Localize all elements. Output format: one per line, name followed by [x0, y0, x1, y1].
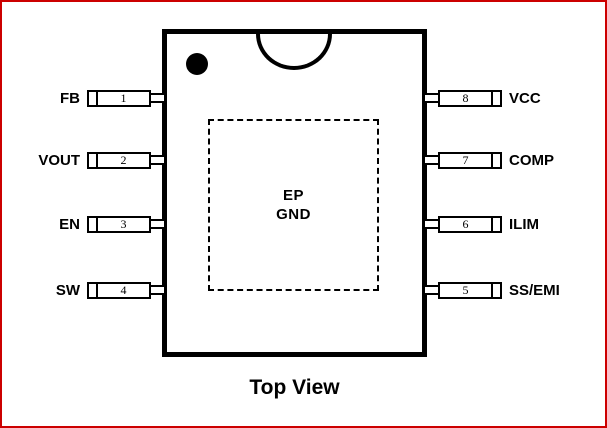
pin1-indicator-dot-icon	[186, 53, 208, 75]
pin-number-4: 4	[120, 282, 127, 297]
pin-row-fb: FB 1	[2, 88, 164, 108]
pin-label-en: EN	[59, 215, 80, 233]
pin-box-7: 7	[438, 151, 502, 169]
pin-stub	[151, 219, 164, 229]
pin-cap	[491, 91, 500, 105]
pin-stub	[425, 285, 438, 295]
pin-cap	[491, 283, 500, 297]
pin-row-en: EN 3	[2, 214, 164, 234]
diagram-title: Top View	[249, 376, 340, 399]
pin-stub	[425, 155, 438, 165]
pin-box-5: 5	[438, 281, 502, 299]
pin-cap	[491, 153, 500, 167]
pin-label-vout: VOUT	[38, 151, 80, 169]
pin-label-vcc: VCC	[509, 89, 541, 107]
ep-label-line2: GND	[276, 206, 311, 223]
pin-number-8: 8	[462, 90, 469, 105]
pin-box-1: 1	[87, 89, 151, 107]
pin-box-2: 2	[87, 151, 151, 169]
ep-label-line1: EP	[282, 187, 304, 204]
pin-number-5: 5	[462, 282, 469, 297]
chip-package-body	[162, 29, 427, 357]
pin-box-8: 8	[438, 89, 502, 107]
pin-stub	[425, 219, 438, 229]
pin-number-1: 1	[120, 90, 127, 105]
pin-number-3: 3	[120, 216, 127, 231]
pin-row-comp: 7 COMP	[425, 150, 605, 170]
pin-stub	[151, 155, 164, 165]
pin-label-sw: SW	[55, 281, 80, 299]
pin-stub	[425, 93, 438, 103]
pin-box-3: 3	[87, 215, 151, 233]
pin-stub	[151, 93, 164, 103]
pin-number-7: 7	[462, 152, 469, 167]
pin-label-ilim: ILIM	[509, 215, 539, 233]
pin-row-ilim: 6 ILIM	[425, 214, 605, 234]
pin-row-ss-emi: 5 SS/EMI	[425, 280, 605, 300]
pin-row-vcc: 8 VCC	[425, 88, 605, 108]
pin-cap	[491, 217, 500, 231]
pin-number-6: 6	[462, 216, 469, 231]
pin-number-2: 2	[120, 152, 127, 167]
pin-stub	[151, 285, 164, 295]
pin-cap	[89, 217, 98, 231]
pin-cap	[89, 283, 98, 297]
pin-row-vout: VOUT 2	[2, 150, 164, 170]
pin-label-ss-emi: SS/EMI	[509, 281, 560, 299]
pin-row-sw: SW 4	[2, 280, 164, 300]
pin-box-4: 4	[87, 281, 151, 299]
pin-cap	[89, 153, 98, 167]
pin-label-comp: COMP	[509, 151, 554, 169]
pin-cap	[89, 91, 98, 105]
pin-label-fb: FB	[60, 89, 80, 107]
pin-box-6: 6	[438, 215, 502, 233]
exposed-pad-area: EP GND	[208, 119, 379, 291]
